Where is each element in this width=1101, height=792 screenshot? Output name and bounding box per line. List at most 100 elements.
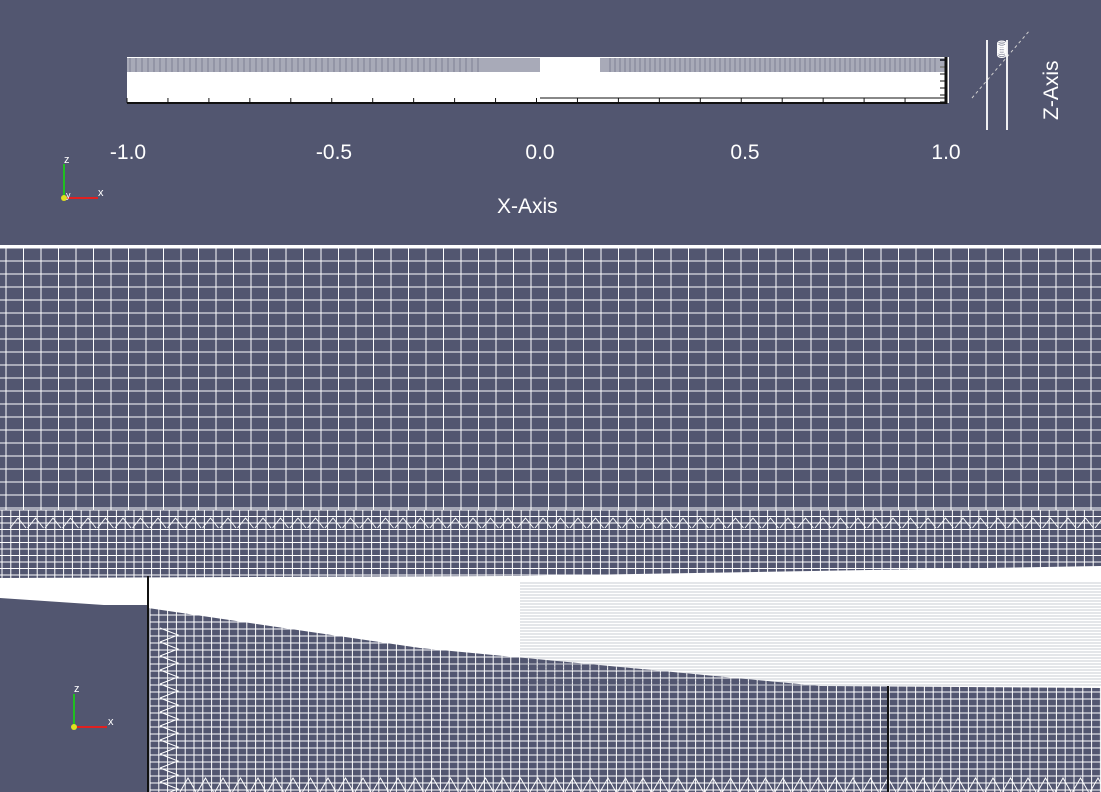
mesh-transition-cell (692, 517, 709, 529)
mesh-zigzag-cell (159, 725, 180, 741)
mesh-bottom-cell (232, 776, 249, 792)
mesh-transition-cell (674, 517, 692, 529)
mesh-bottom-cell (599, 776, 617, 792)
mesh-bottom-cell (477, 776, 494, 792)
mesh-slab (126, 57, 949, 104)
mesh-transition-cell (44, 517, 62, 529)
mesh-transition-cell (604, 517, 622, 529)
mesh-transition-cell (517, 517, 534, 529)
mesh-transition-cell (919, 517, 937, 529)
mesh-canvas (0, 248, 1101, 792)
mesh-transition-cell (149, 517, 167, 529)
mesh-transition-cell (867, 517, 884, 529)
mesh-transition-cell (114, 517, 132, 529)
mesh-bottom-cell (949, 776, 967, 792)
mesh-transition-cell (429, 517, 447, 529)
x-tick-label: 0.5 (730, 141, 760, 164)
mesh-zigzag-cell (159, 767, 180, 783)
mesh-bottom-cell (582, 776, 599, 792)
mesh-bottom-cell (914, 776, 932, 792)
mesh-transition-cell (499, 517, 517, 529)
mesh-transition-cell (272, 517, 289, 529)
mesh-grid (0, 248, 1101, 792)
mesh-bottom-cell (284, 776, 302, 792)
mesh-bottom-cell (372, 776, 389, 792)
mesh-bottom-cell (1019, 776, 1037, 792)
mesh-transition-cell (342, 517, 359, 529)
mesh-transition-cell (832, 517, 849, 529)
mesh-bottom-cell (1054, 776, 1072, 792)
x-tick-label: 1.0 (931, 141, 961, 164)
top-render-view[interactable]: -1.0 -0.5 0.0 0.5 1.0 X-Axis Z-Axis 0000… (0, 0, 1101, 245)
mesh-transition-cell (972, 517, 989, 529)
mesh-zigzag-cell (159, 711, 180, 727)
mesh-bottom-cell (1037, 776, 1054, 792)
orientation-axes-bottom (71, 694, 107, 730)
mesh-transition-cell (1007, 517, 1024, 529)
mesh-transition-cell (797, 517, 814, 529)
orientation-x-label: x (98, 187, 104, 199)
mesh-transition-cell (482, 517, 499, 529)
mesh-bottom-cell (354, 776, 372, 792)
depth-axis-line (971, 29, 1031, 99)
mesh-bottom-cell (967, 776, 984, 792)
mesh-transition-cell (1059, 517, 1077, 529)
mesh-transition-cell (219, 517, 237, 529)
mesh-transition-cell (744, 517, 762, 529)
mesh-bottom-cell (249, 776, 267, 792)
mesh-bottom-cell (704, 776, 722, 792)
view-splitter[interactable] (0, 245, 1101, 248)
x-tick-label: 0.0 (525, 141, 555, 164)
mesh-transition-cell (62, 517, 79, 529)
mesh-bottom-cell (722, 776, 739, 792)
mesh-transition-cell (552, 517, 569, 529)
mesh-bottom-cell (757, 776, 774, 792)
mesh-bottom-cell (652, 776, 669, 792)
mesh-transition-cell (534, 517, 552, 529)
mesh-bottom-cell (459, 776, 477, 792)
mesh-bottom-cell (337, 776, 354, 792)
mesh-transition-cell (377, 517, 394, 529)
mesh-bottom-cell (389, 776, 407, 792)
mesh-transition-cell (587, 517, 604, 529)
mesh-transition-cell (1024, 517, 1042, 529)
mesh-transition-cell (9, 517, 27, 529)
z-axis-ticks (940, 59, 946, 103)
mesh-transition-cell (167, 517, 184, 529)
z-axis-title: Z-Axis (1040, 60, 1063, 121)
y-axis-dot (61, 195, 67, 201)
orientation-z-label: z (74, 683, 80, 695)
mesh-bottom-cell (442, 776, 459, 792)
mesh-transition-cell (307, 517, 324, 529)
mesh-refined-region (0, 566, 1101, 688)
mesh-transition-cell (1094, 519, 1101, 529)
mesh-transition-cell (254, 517, 272, 529)
mesh-bottom-cell (1002, 776, 1019, 792)
mesh-transition-cell (954, 517, 972, 529)
mesh-transition-cell (27, 517, 44, 529)
mesh-transition-cell (779, 517, 797, 529)
mesh-zigzag-cell (159, 627, 180, 643)
mesh-transition-cell (184, 517, 202, 529)
mesh-bottom-cell (617, 776, 634, 792)
mesh-zigzag-cell (159, 697, 180, 713)
mesh-bottom-cell (529, 776, 547, 792)
mesh-transition-cell (884, 517, 902, 529)
mesh-transition-cell (447, 517, 464, 529)
bottom-render-view[interactable]: z x (0, 248, 1101, 792)
top-view-canvas (61, 29, 1031, 201)
mesh-zigzag-cell (159, 641, 180, 657)
mesh-transition-cell (622, 517, 639, 529)
mesh-bottom-cell (897, 776, 914, 792)
mesh-transition-cell (569, 517, 587, 529)
orientation-z-label: z (64, 154, 70, 166)
mesh-transition-cell (762, 517, 779, 529)
mesh-transition-cell (289, 517, 307, 529)
mesh-bottom-cell (809, 776, 827, 792)
mesh-bottom-cell (267, 776, 284, 792)
mesh-transition-cell (1042, 517, 1059, 529)
mesh-transition-cell (97, 517, 114, 529)
mesh-transition-cell (814, 517, 832, 529)
mesh-bottom-cell (512, 776, 529, 792)
mesh-transition-cell (657, 517, 674, 529)
